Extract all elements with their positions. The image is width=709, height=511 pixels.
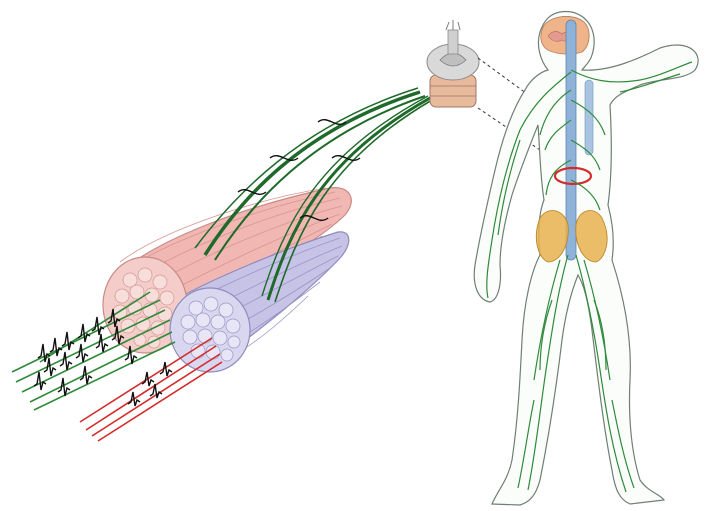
muscle-bundle-icon <box>103 188 351 372</box>
spinal-cord-segment-icon <box>427 20 479 107</box>
human-body-nervous-system-icon <box>474 12 698 505</box>
